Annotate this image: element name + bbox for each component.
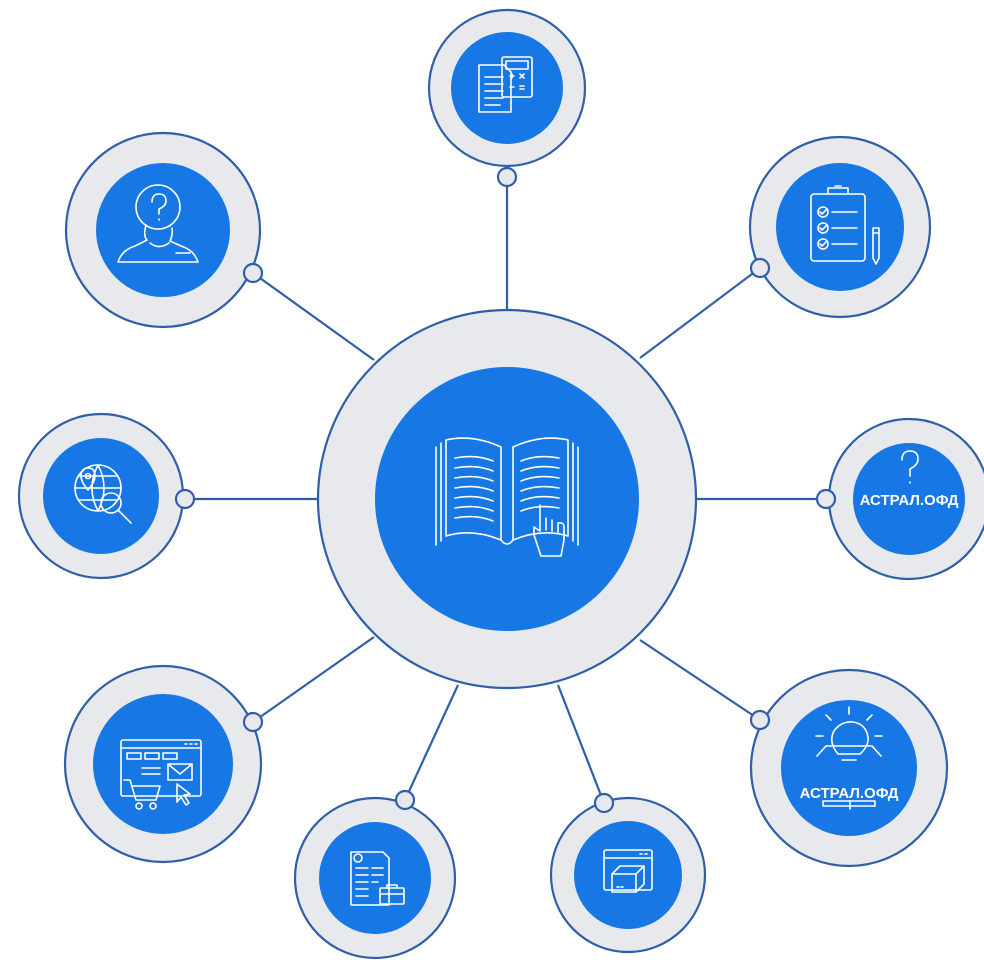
connector-dot-bottom (593, 792, 615, 814)
connector-dot-top (496, 166, 518, 188)
connector-dot-bottom-right (749, 709, 771, 731)
node-top-left (64, 131, 264, 329)
connector-dot-top-left (242, 262, 264, 284)
node-bottom-left (293, 789, 457, 960)
connector-bottom-right (639, 639, 761, 721)
center-node (316, 308, 698, 690)
connector-bottom (556, 684, 606, 804)
connector-lower-left (252, 636, 375, 723)
connector-dot-top-right (749, 257, 771, 279)
connector-bottom-left (404, 684, 459, 801)
checklist-clipboard-icon (810, 185, 880, 265)
connector-dot-left (174, 488, 196, 510)
connector-top-left (252, 272, 375, 361)
node-right-text: АСТРАЛ.ОФД (860, 492, 959, 509)
document-briefcase-icon (350, 851, 405, 906)
node-top (427, 8, 587, 188)
node-lower-left (63, 664, 264, 864)
node-right: АСТРАЛ.ОФД (815, 417, 984, 581)
lightbulb-box-icon (815, 706, 883, 810)
person-question-icon (117, 184, 199, 263)
connector-dot-bottom-left (394, 789, 416, 811)
node-bottom (549, 792, 707, 954)
connector-dot-lower-left (242, 711, 264, 733)
globe-search-icon (74, 464, 132, 524)
question-mark-icon (901, 450, 919, 484)
connector-top-right (639, 267, 761, 359)
node-left (17, 412, 196, 580)
node-bottom-right: АСТРАЛ.ОФД (749, 668, 949, 868)
open-book-pointer-icon (435, 437, 579, 557)
node-bottom-right-text: АСТРАЛ.ОФД (800, 785, 899, 802)
node-top-right (748, 135, 932, 319)
document-calculator-icon (478, 56, 533, 113)
connector-dot-right (815, 488, 837, 510)
browser-box-icon (603, 849, 653, 893)
web-shop-icon (120, 739, 202, 810)
connector-lines (185, 177, 826, 804)
